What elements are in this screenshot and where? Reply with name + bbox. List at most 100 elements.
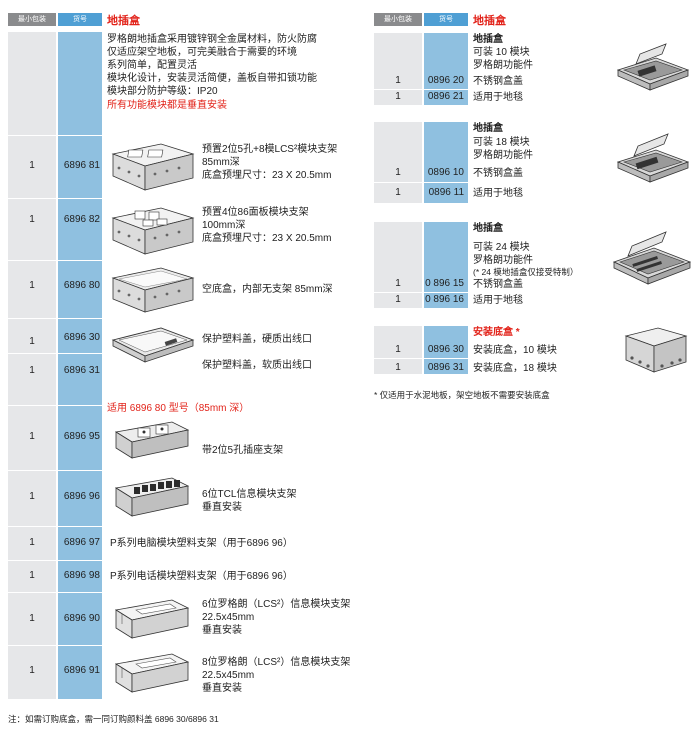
left-code-band: [58, 32, 102, 699]
row-desc: 安装底盒，10 模块: [473, 345, 557, 356]
row-desc: 适用于地毯: [473, 92, 523, 103]
intro-line: 罗格朗地插盒采用镀锌钢全金属材料，防火防腐: [107, 34, 317, 45]
qty-cell: 1: [29, 431, 35, 442]
block-title: 安装底盒 *: [473, 327, 520, 338]
block-code-band: [424, 222, 468, 308]
qty-cell: 1: [29, 570, 35, 581]
item-desc: 预置4位86面板模块支架: [202, 207, 309, 218]
row-separator: [374, 292, 468, 293]
item-desc: 85mm深: [202, 157, 240, 168]
code-cell: 6896 82: [63, 214, 100, 225]
block-line: (* 24 模地插盒仅接受特制）: [473, 267, 579, 277]
row-separator: [374, 182, 468, 183]
qty-cell: 1: [29, 214, 35, 225]
code-cell: 6896 30: [63, 332, 100, 343]
row-desc: 适用于地毯: [473, 188, 523, 199]
item-desc: 100mm深: [202, 220, 246, 231]
row-desc: 适用于地毯: [473, 295, 523, 306]
code-cell: 6896 97: [63, 537, 100, 548]
floor-box-24-image: [612, 231, 692, 285]
row-desc: 安装底盒，18 模块: [473, 363, 557, 374]
qty-cell: 1: [29, 280, 35, 291]
code-cell: 6896 91: [63, 665, 100, 676]
item-desc: 保护塑料盖，软质出线口: [202, 360, 312, 371]
row-desc: 不锈钢盒盖: [473, 279, 523, 290]
item-desc: 垂直安装: [202, 625, 242, 636]
intro-line: 模块化设计，安装灵活简便，盖板自带扣锁功能: [107, 73, 317, 84]
row-separator: [374, 358, 468, 359]
qty-cell: 1: [395, 278, 401, 289]
qty-cell: 1: [29, 336, 35, 347]
code-cell: 0896 21: [427, 91, 464, 102]
row-separator: [8, 526, 102, 527]
row-separator: [8, 198, 102, 199]
code-cell: 6896 95: [63, 431, 100, 442]
floor-box-10-image: [616, 43, 690, 91]
item-desc: 22.5x45mm: [202, 612, 255, 623]
block-qty-band: [374, 222, 422, 308]
box-with-panels-image: [111, 207, 195, 255]
block-line: 罗格朗功能件: [473, 150, 533, 161]
block-qty-band: [374, 122, 422, 203]
row-separator: [8, 645, 102, 646]
footnote: 注：如需订购底盒，需一同订购颜料盖 6896 30/6896 31: [8, 714, 219, 724]
code-cell: 6896 98: [63, 570, 100, 581]
qty-cell: 1: [29, 665, 35, 676]
row-separator: [8, 560, 102, 561]
block-line: 可装 24 模块: [473, 242, 530, 253]
row-separator: [8, 353, 102, 354]
code-cell: 0896 20: [427, 75, 464, 86]
intro-line: 系列简单，配置灵活: [107, 60, 197, 71]
code-cell: 0896 30: [427, 344, 464, 355]
intro-red-line: 所有功能模块都是垂直安装: [107, 100, 227, 111]
lcs-bracket-8-image: [114, 653, 190, 693]
row-separator: [8, 470, 102, 471]
block-line: 罗格朗功能件: [473, 60, 533, 71]
block-line: 可装 18 模块: [473, 137, 530, 148]
item-desc: 8位罗格朗（LCS²）信息模块支架: [202, 657, 351, 668]
qty-cell: 1: [29, 613, 35, 624]
cat-no-header-right: 货号: [424, 13, 468, 26]
row-separator: [8, 405, 102, 406]
row-separator: [8, 135, 102, 136]
tcl-bracket-image: [114, 477, 190, 517]
block-qty-band: [374, 326, 422, 374]
row-separator: [374, 89, 468, 90]
item-desc: 空底盒，内部无支架 85mm深: [202, 284, 333, 295]
code-cell: 6896 31: [63, 365, 100, 376]
item-desc: 垂直安装: [202, 502, 242, 513]
min-pack-header: 最小包装: [8, 13, 56, 26]
code-cell: 6896 90: [63, 613, 100, 624]
cover-image: [111, 327, 195, 363]
item-desc: 22.5x45mm: [202, 670, 255, 681]
floor-box-18-image: [616, 133, 690, 183]
block-title: 地插盒: [473, 223, 503, 234]
block-title: 地插盒: [473, 34, 503, 45]
block-line: 可装 10 模块: [473, 47, 530, 58]
lcs-bracket-6-image: [114, 599, 190, 639]
left-section-title: 地插盒: [107, 15, 140, 27]
right-section-title: 地插盒: [473, 15, 506, 27]
empty-box-image: [111, 267, 195, 313]
item-desc: 带2位5孔插座支架: [202, 445, 284, 456]
item-desc: 保护塑料盖，硬质出线口: [202, 334, 312, 345]
code-cell: 6896 80: [63, 280, 100, 291]
qty-cell: 1: [29, 160, 35, 171]
qty-cell: 1: [395, 294, 401, 305]
item-desc: 垂直安装: [202, 683, 242, 694]
item-desc: P系列电话模块塑料支架（用于6896 96）: [110, 571, 293, 582]
code-cell: 0896 11: [428, 187, 464, 198]
box-with-sockets-image: [111, 143, 195, 191]
block-code-band: [424, 33, 468, 105]
right-note: * 仅适用于水泥地板，架空地板不需要安装底盒: [374, 390, 550, 400]
code-cell: 0896 31: [427, 362, 464, 373]
qty-cell: 1: [29, 365, 35, 376]
code-cell: 0896 10: [427, 167, 464, 178]
qty-cell: 1: [395, 362, 401, 373]
qty-cell: 1: [395, 344, 401, 355]
cat-no-header: 货号: [58, 13, 102, 26]
block-code-band: [424, 122, 468, 203]
item-desc: 预置2位5孔+8模LCS²模块支架: [202, 144, 338, 155]
block-qty-band: [374, 33, 422, 105]
section-note: 适用 6896 80 型号（85mm 深）: [107, 403, 250, 414]
